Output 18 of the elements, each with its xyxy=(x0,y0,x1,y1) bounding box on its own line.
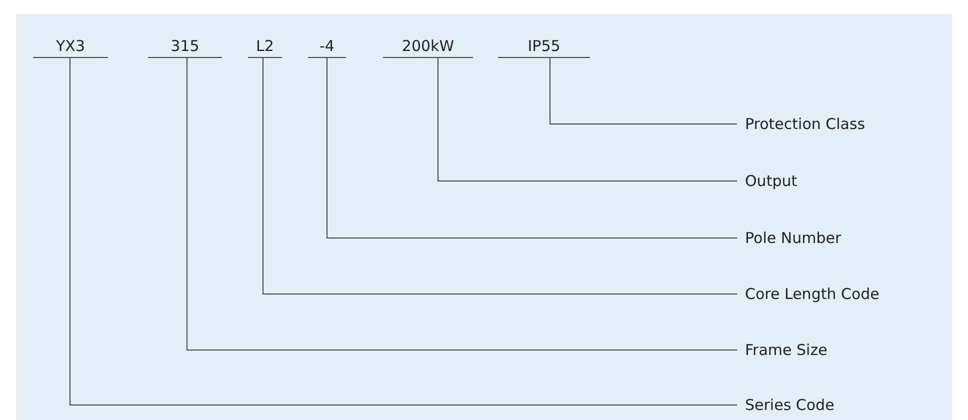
description-label: Protection Class xyxy=(745,114,866,134)
leader-line xyxy=(550,58,738,124)
code-segment: -4 xyxy=(308,34,346,58)
code-segment: 200kW xyxy=(383,34,473,58)
code-segment: L2 xyxy=(248,34,282,58)
code-segment: IP55 xyxy=(498,34,590,58)
leader-line xyxy=(186,58,738,350)
leader-line xyxy=(70,58,738,406)
leader-line xyxy=(326,58,738,238)
code-segment: YX3 xyxy=(33,34,108,58)
description-label: Output xyxy=(745,171,798,191)
description-label: Series Code xyxy=(745,395,834,415)
description-label: Frame Size xyxy=(745,340,828,360)
leader-line xyxy=(438,58,738,182)
code-segment: 315 xyxy=(148,34,222,58)
leader-line xyxy=(262,58,738,294)
description-label: Core Length Code xyxy=(745,284,880,304)
description-label: Pole Number xyxy=(745,228,842,248)
